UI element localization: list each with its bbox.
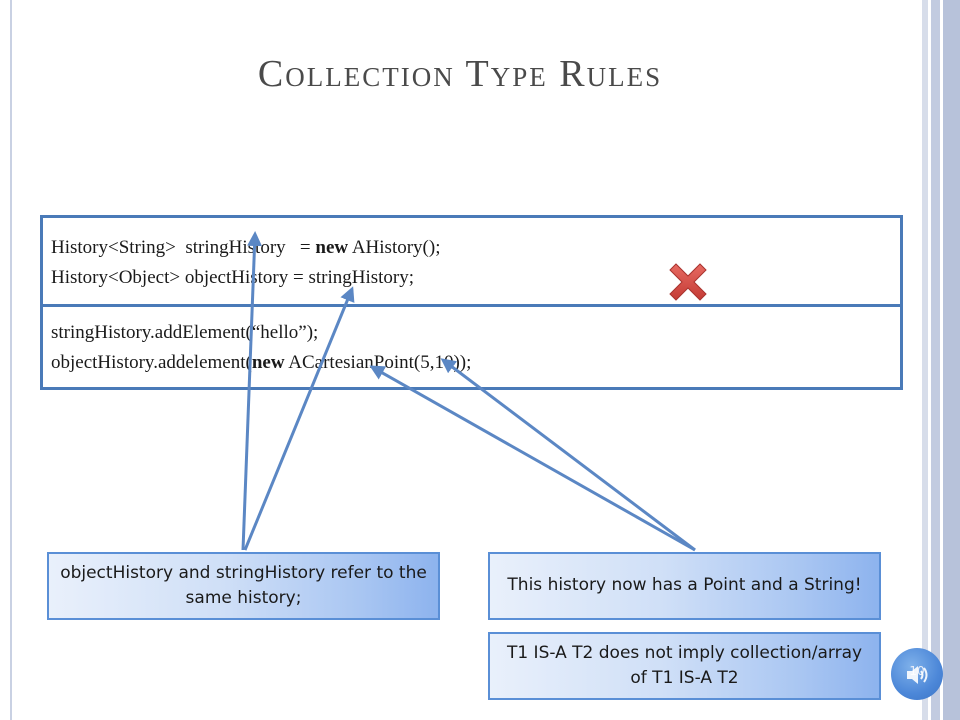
callout-point-and-string: This history now has a Point and a Strin… xyxy=(488,552,881,620)
arrow-to-new-point xyxy=(369,365,696,552)
code-divider xyxy=(43,304,900,307)
slide-title: Collection Type Rules xyxy=(257,53,663,95)
callout-same-history: objectHistory and stringHistory refer to… xyxy=(47,552,440,620)
code-box: History<String> stringHistory = new AHis… xyxy=(40,215,903,390)
code-line-1: History<String> stringHistory = new AHis… xyxy=(51,237,441,258)
left-border-rule xyxy=(10,0,12,720)
right-border-stripes xyxy=(918,0,960,720)
speaker-icon[interactable]: 10 xyxy=(891,648,943,700)
code-line-2: History<Object> objectHistory = stringHi… xyxy=(51,267,415,288)
x-icon xyxy=(669,263,707,301)
code-line-4: objectHistory.addelement(new ACartesianP… xyxy=(51,352,472,373)
code-line-3: stringHistory.addElement(“hello”); xyxy=(51,322,319,343)
callout-isa-rule: T1 IS-A T2 does not imply collection/arr… xyxy=(488,632,881,700)
speaker-glyph xyxy=(907,666,928,684)
